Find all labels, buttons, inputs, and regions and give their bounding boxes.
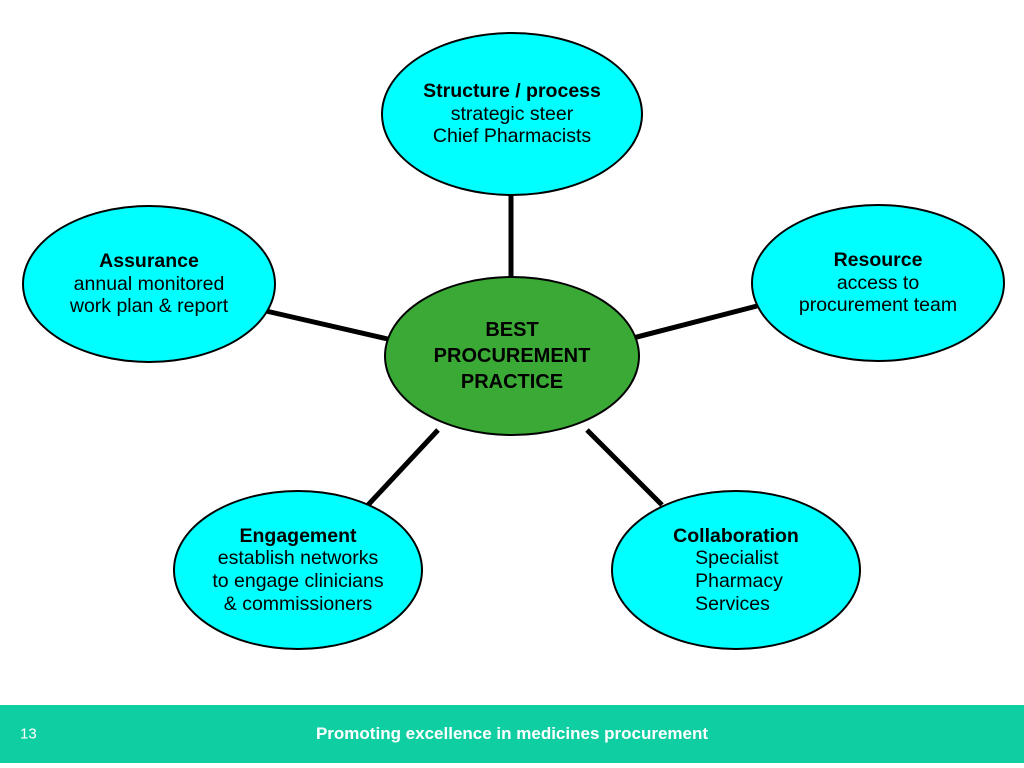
connector-hub-to-engagement bbox=[366, 428, 440, 507]
node-engagement[interactable]: Engagement establish networks to engage … bbox=[173, 490, 423, 650]
node-collaboration-body: Specialist Pharmacy Services bbox=[689, 547, 783, 615]
connector-hub-to-collaboration bbox=[585, 428, 664, 507]
node-assurance-body: annual monitored work plan & report bbox=[70, 273, 228, 318]
node-resource-body: access to procurement team bbox=[799, 272, 957, 317]
node-collaboration-title: Collaboration bbox=[673, 524, 799, 547]
node-resource-line-1: access to bbox=[836, 271, 920, 294]
node-collaboration-line-2: Pharmacy bbox=[695, 570, 783, 592]
node-best-procurement-practice[interactable]: BEST PROCUREMENT PRACTICE bbox=[384, 276, 640, 436]
node-resource-title: Resource bbox=[833, 249, 923, 272]
footer-page-number: 13 bbox=[20, 725, 37, 743]
node-structure-process-body: strategic steer Chief Pharmacists bbox=[433, 103, 591, 148]
node-engagement-title: Engagement bbox=[239, 524, 357, 547]
connector-hub-to-assurance bbox=[265, 308, 393, 343]
node-assurance-line-1: annual monitored bbox=[73, 272, 225, 295]
node-engagement-line-3: & commissioners bbox=[223, 592, 373, 615]
node-hub-line-1: BEST bbox=[485, 319, 539, 341]
node-assurance-line-2: work plan & report bbox=[69, 295, 229, 318]
footer-bar: 13 Promoting excellence in medicines pro… bbox=[0, 705, 1024, 763]
node-collaboration-line-3: Services bbox=[695, 592, 770, 615]
node-structure-process-title: Structure / process bbox=[423, 80, 601, 103]
node-assurance-title: Assurance bbox=[99, 250, 199, 273]
node-resource[interactable]: Resource access to procurement team bbox=[751, 204, 1005, 362]
node-structure-process-line-2: Chief Pharmacists bbox=[432, 125, 592, 148]
node-resource-line-2: procurement team bbox=[798, 294, 958, 317]
node-hub-line-2: PROCUREMENT bbox=[433, 345, 591, 367]
node-structure-process-line-1: strategic steer bbox=[450, 102, 574, 125]
node-engagement-line-1: establish networks bbox=[217, 547, 379, 570]
node-engagement-line-2: to engage clinicians bbox=[212, 570, 384, 592]
footer-tagline: Promoting excellence in medicines procur… bbox=[315, 724, 709, 743]
connector-hub-to-resource bbox=[632, 303, 758, 341]
node-collaboration[interactable]: Collaboration Specialist Pharmacy Servic… bbox=[611, 490, 861, 650]
node-structure-process[interactable]: Structure / process strategic steer Chie… bbox=[381, 32, 643, 196]
node-assurance[interactable]: Assurance annual monitored work plan & r… bbox=[22, 205, 276, 363]
node-engagement-body: establish networks to engage clinicians … bbox=[212, 547, 383, 615]
node-hub-line-3: PRACTICE bbox=[460, 371, 564, 393]
node-collaboration-line-1: Specialist bbox=[695, 547, 779, 570]
